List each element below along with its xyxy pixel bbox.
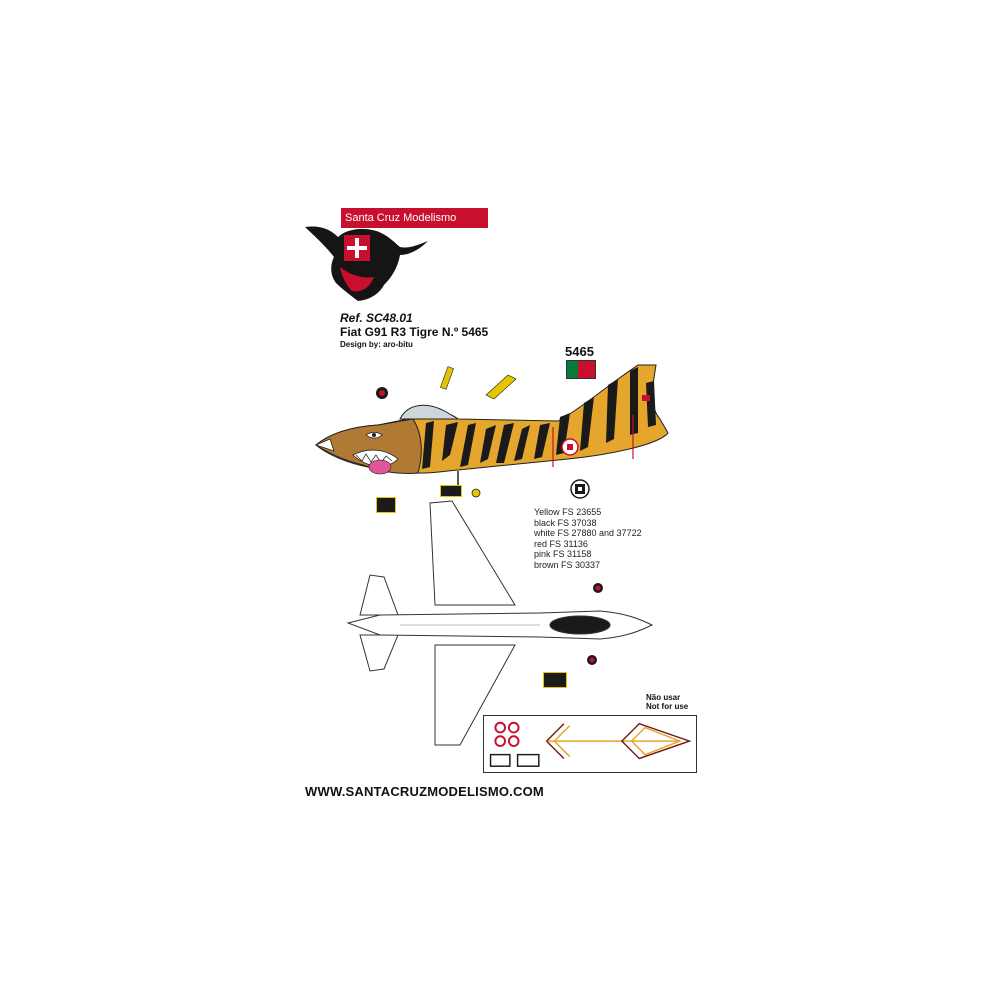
reference-code: Ref. SC48.01: [340, 311, 413, 325]
model-title: Fiat G91 R3 Tigre N.º 5465: [340, 325, 489, 339]
stencil-decal: [440, 485, 462, 497]
color-red: red FS 31136: [534, 538, 588, 549]
brand-banner: Santa Cruz Modelismo: [341, 208, 488, 228]
aircraft-top-view: [346, 500, 654, 746]
color-brown: brown FS 30337: [534, 559, 601, 570]
spare-decal-box: [483, 715, 697, 773]
color-white: white FS 27880 and 37722: [534, 528, 642, 538]
website-url: WWW.SANTACRUZMODELISMO.COM: [305, 784, 544, 799]
color-pink: pink FS 31158: [534, 549, 592, 559]
serial-number: 5465: [565, 344, 594, 359]
aircraft-side-view: [314, 364, 669, 499]
color-black: black FS 37038: [534, 517, 597, 528]
stencil-decal: [376, 497, 396, 513]
not-for-use-label: Não usar Not for use: [646, 693, 688, 711]
not-for-use-en: Not for use: [646, 702, 689, 711]
portugal-flag-icon: [566, 360, 596, 379]
small-roundel-decals: [494, 721, 520, 747]
stencil-decal: [543, 672, 567, 688]
not-for-use-pt: Não usar: [646, 693, 681, 702]
color-reference-list: Yellow FS 23655 black FS 37038 white FS …: [534, 507, 642, 570]
color-yellow: Yellow FS 23655: [534, 507, 602, 517]
design-credit: Design by: aro-bitu: [340, 340, 413, 349]
tiger-logo-icon: [305, 226, 428, 301]
